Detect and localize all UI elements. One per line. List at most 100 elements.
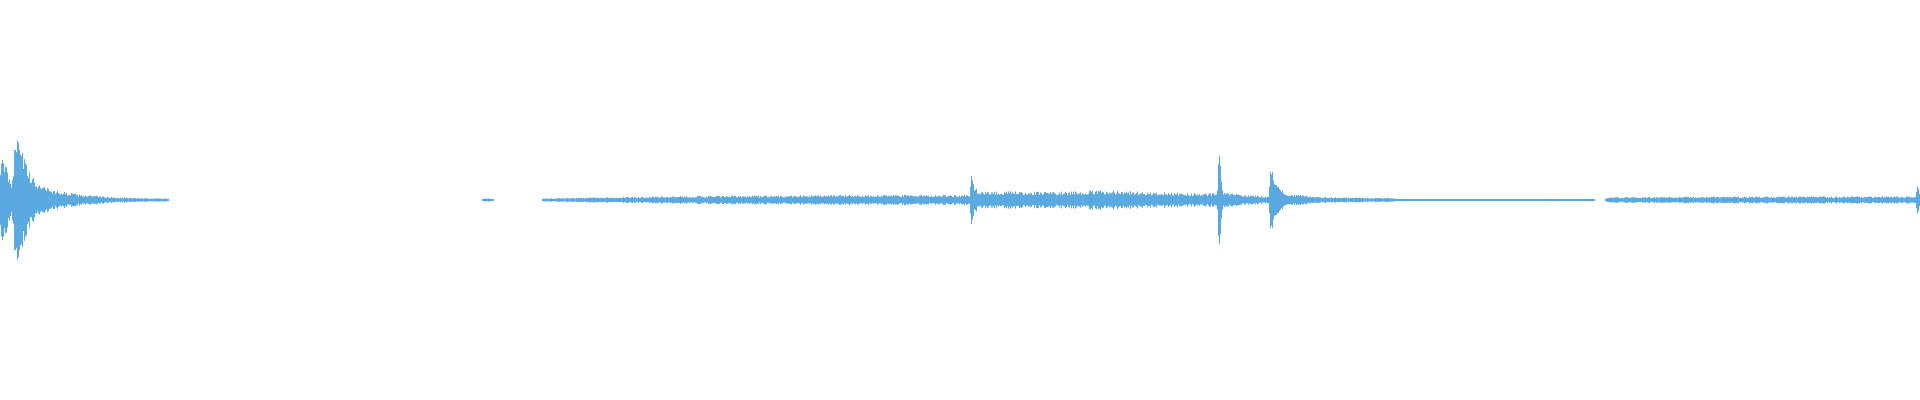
waveform-bar	[1731, 197, 1732, 202]
waveform-bar	[1395, 198, 1396, 202]
waveform-bar	[1778, 196, 1779, 204]
waveform-bar	[571, 198, 572, 202]
waveform-bar	[138, 198, 139, 202]
waveform-bar	[6, 167, 7, 233]
waveform-bar	[117, 198, 118, 202]
waveform-bar	[547, 198, 548, 202]
waveform-bar	[1530, 199, 1531, 201]
waveform-bar	[1757, 197, 1758, 203]
waveform-bar	[1052, 192, 1053, 208]
waveform-bar	[1271, 174, 1272, 226]
waveform-bar	[991, 192, 992, 208]
waveform-bar	[1230, 194, 1231, 206]
waveform-bar	[49, 191, 50, 209]
waveform-bar	[1516, 199, 1517, 201]
waveform-bar	[1266, 197, 1267, 203]
waveform-bar	[1580, 199, 1581, 201]
waveform-bar	[1136, 192, 1137, 208]
waveform-bar	[1879, 197, 1880, 203]
waveform-bar	[890, 195, 891, 205]
waveform-bar	[1841, 197, 1842, 203]
waveform-bar	[836, 196, 837, 204]
waveform-bar	[48, 188, 49, 212]
waveform-bar	[938, 195, 939, 205]
waveform-bar	[587, 198, 588, 203]
waveform-bar	[1723, 197, 1724, 203]
waveform-bar	[766, 195, 767, 205]
waveform-bar	[1213, 193, 1214, 207]
waveform-bar	[71, 193, 72, 207]
waveform-bar	[1402, 199, 1403, 201]
waveform-bar	[1066, 192, 1067, 208]
waveform-bar	[1877, 196, 1878, 204]
waveform-bar	[1277, 187, 1278, 213]
waveform-bar	[1843, 196, 1844, 204]
waveform-bar	[894, 196, 895, 204]
waveform-bar	[812, 196, 813, 204]
waveform-bar	[84, 196, 85, 204]
waveform-bar	[1289, 195, 1290, 205]
waveform-bar	[1135, 193, 1136, 207]
waveform-bar	[79, 194, 80, 206]
waveform-bar	[996, 191, 997, 209]
waveform-bar	[1040, 192, 1041, 208]
waveform-bar	[1430, 199, 1431, 201]
waveform-bar	[1522, 199, 1523, 201]
waveform-bar	[1560, 199, 1561, 201]
waveform-bar	[577, 198, 578, 202]
waveform-bar	[1225, 194, 1226, 206]
waveform-bar	[733, 196, 734, 204]
waveform-bar	[1111, 192, 1112, 208]
waveform-bar	[128, 198, 129, 202]
waveform-bar	[1885, 197, 1886, 203]
waveform-bar	[569, 198, 570, 202]
waveform-bar	[1691, 197, 1692, 203]
waveform-bar	[1850, 197, 1851, 203]
waveform-bar	[590, 197, 591, 203]
waveform-bar	[1181, 193, 1182, 207]
waveform-bar	[1441, 199, 1442, 201]
waveform-bar	[1894, 196, 1895, 204]
waveform-bar	[609, 198, 610, 202]
waveform-bar	[1519, 199, 1520, 201]
waveform-bar	[92, 196, 93, 204]
waveform-bar	[1475, 199, 1476, 201]
waveform-bar	[1050, 191, 1051, 209]
waveform-bar	[1381, 198, 1382, 202]
waveform-bar	[1692, 197, 1693, 203]
waveform-bar	[711, 196, 712, 204]
waveform-bar	[691, 197, 692, 203]
waveform-bar	[1795, 197, 1796, 203]
waveform-bar	[1794, 196, 1795, 204]
waveform-bar	[768, 196, 769, 204]
waveform-bar	[20, 154, 21, 246]
waveform-bar	[665, 197, 666, 203]
waveform-bar	[1754, 197, 1755, 203]
waveform-bar	[622, 197, 623, 203]
waveform-bar	[943, 195, 944, 205]
waveform-bar	[594, 197, 595, 203]
waveform-bar	[811, 195, 812, 205]
waveform-bar	[1688, 196, 1689, 204]
waveform-bar	[1414, 199, 1415, 201]
waveform-bar	[112, 197, 113, 203]
waveform-bar	[89, 195, 90, 205]
waveform-bar	[1283, 193, 1284, 207]
waveform-bar	[815, 195, 816, 205]
waveform-bar	[1509, 199, 1510, 201]
waveform-bar	[829, 196, 830, 204]
waveform-bar	[1169, 194, 1170, 206]
waveform-bar	[1740, 197, 1741, 203]
waveform-bar	[1207, 196, 1208, 204]
waveform-bar	[1000, 194, 1001, 206]
waveform-bar	[1479, 199, 1480, 201]
waveform-bar	[566, 198, 567, 202]
waveform-bar	[1128, 192, 1129, 208]
waveform-bar	[1735, 196, 1736, 204]
waveform-bar	[816, 196, 817, 204]
waveform-bar	[791, 195, 792, 205]
waveform-bar	[1820, 196, 1821, 204]
waveform-bar	[1505, 199, 1506, 201]
waveform-bar	[647, 197, 648, 203]
